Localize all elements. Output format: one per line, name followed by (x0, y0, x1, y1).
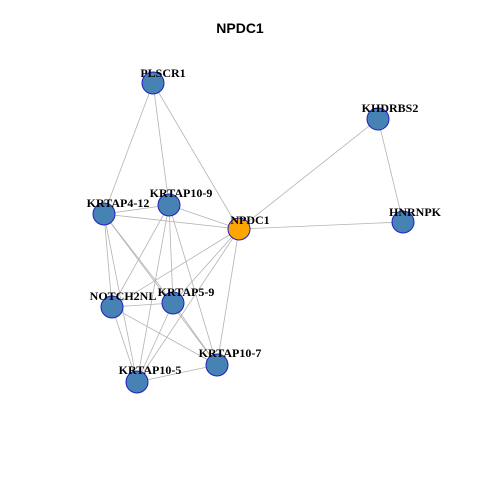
edge-NOTCH2NL-KRTAP10-7 (111, 306, 218, 366)
edge-PLSCR1-KRTAP4-12 (103, 82, 154, 215)
node-label-KRTAP10-7: KRTAP10-7 (199, 346, 262, 360)
edge-KRTAP4-12-KRTAP10-5 (103, 213, 138, 383)
edge-KRTAP10-9-KRTAP10-7 (168, 204, 218, 366)
edge-KRTAP10-7-KRTAP10-5 (136, 364, 218, 383)
edge-layer (103, 82, 404, 383)
edge-PLSCR1-NPDC1 (152, 82, 240, 230)
edge-KRTAP10-9-KRTAP5-9 (168, 204, 174, 304)
edge-KRTAP10-9-NOTCH2NL (111, 204, 170, 308)
node-KRTAP4-12[interactable] (92, 202, 116, 226)
edge-KRTAP10-9-KRTAP10-5 (136, 204, 170, 383)
edge-NPDC1-KRTAP10-5 (136, 228, 240, 383)
edge-PLSCR1-KRTAP10-9 (152, 82, 170, 206)
edge-KRTAP4-12-NOTCH2NL (103, 213, 113, 308)
node-label-KRTAP10-5: KRTAP10-5 (119, 363, 182, 377)
edge-KRTAP5-9-KRTAP10-7 (172, 302, 218, 366)
node-KRTAP5-9[interactable] (161, 291, 185, 315)
node-HNRNPK[interactable] (391, 210, 415, 234)
node-KHDRBS2[interactable] (366, 107, 390, 131)
node-label-PLSCR1: PLSCR1 (140, 66, 185, 80)
node-label-KRTAP4-12: KRTAP4-12 (87, 196, 150, 210)
node-label-NOTCH2NL: NOTCH2NL (90, 289, 157, 303)
node-label-NPDC1: NPDC1 (230, 213, 269, 227)
graph-title: NPDC1 (216, 20, 264, 36)
edge-NPDC1-NOTCH2NL (111, 228, 240, 308)
edge-KRTAP10-9-NPDC1 (168, 204, 240, 230)
edge-KHDRBS2-NPDC1 (238, 118, 379, 230)
node-label-KHDRBS2: KHDRBS2 (362, 101, 419, 115)
edge-NOTCH2NL-KRTAP10-5 (111, 306, 138, 383)
node-label-KRTAP5-9: KRTAP5-9 (158, 285, 215, 299)
edge-KRTAP4-12-KRTAP10-7 (103, 213, 218, 366)
node-KRTAP10-5[interactable] (125, 370, 149, 394)
edge-KRTAP4-12-NPDC1 (103, 213, 240, 230)
edge-KRTAP5-9-KRTAP10-5 (136, 302, 174, 383)
node-NPDC1[interactable] (227, 217, 251, 241)
edge-NPDC1-KRTAP5-9 (172, 228, 240, 304)
node-KRTAP10-9[interactable] (157, 193, 181, 217)
edge-NPDC1-HNRNPK (238, 221, 404, 230)
node-KRTAP10-7[interactable] (205, 353, 229, 377)
edge-NPDC1-KRTAP10-7 (216, 228, 240, 366)
edge-KHDRBS2-HNRNPK (377, 118, 404, 223)
node-label-KRTAP10-9: KRTAP10-9 (150, 186, 213, 200)
node-PLSCR1[interactable] (141, 71, 165, 95)
node-NOTCH2NL[interactable] (100, 295, 124, 319)
node-label-HNRNPK: HNRNPK (389, 205, 442, 219)
